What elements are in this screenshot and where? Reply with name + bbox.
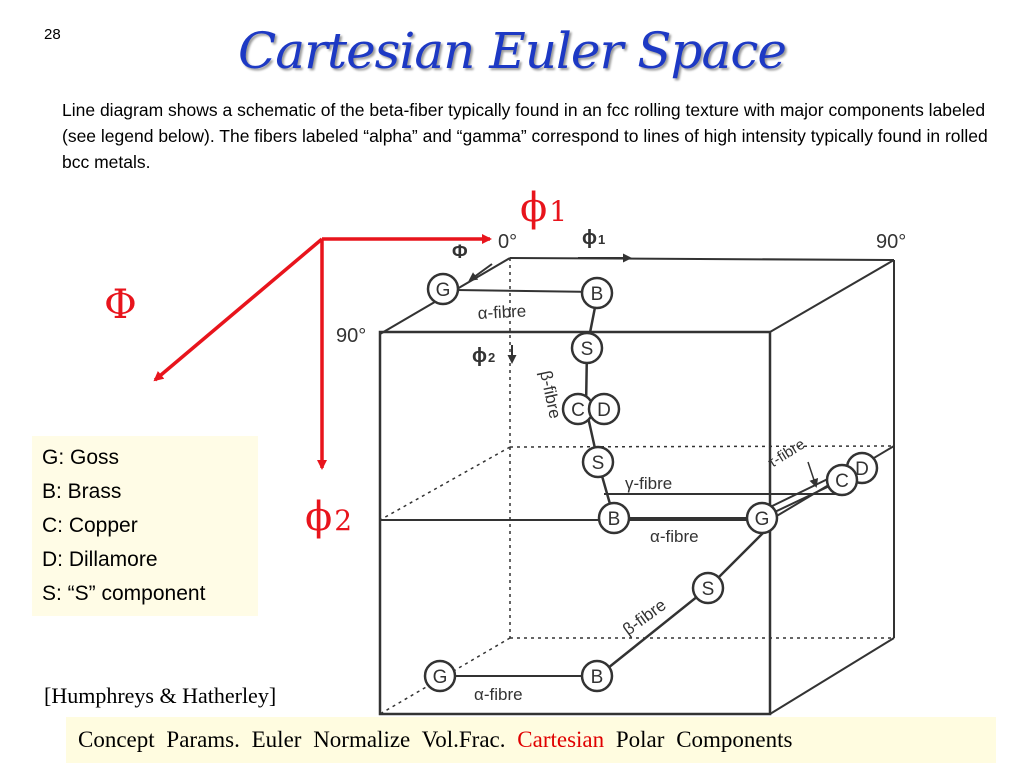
Phi-axis-arrow (153, 237, 324, 382)
slide-number: 28 (44, 26, 61, 43)
svg-text:S: S (592, 453, 605, 474)
svg-text:S: S (581, 339, 594, 360)
cube-front-face (378, 330, 772, 716)
cube-edge (769, 637, 895, 715)
alpha-fibre-label-mid: α-fibre (650, 527, 699, 546)
cube-edge (769, 259, 895, 333)
beta-fibre-lower-line (597, 523, 773, 677)
copper-marker-upper: C (561, 392, 595, 426)
red-axes: ϕ1 Φ ϕ2 (104, 185, 567, 540)
nav-link-euler[interactable]: Euler (251, 727, 302, 752)
dillamore-marker-upper: D (587, 392, 621, 426)
tau-fibre-line-b (763, 473, 839, 511)
svg-text:B: B (591, 667, 604, 688)
brass-marker-mid: B (597, 501, 631, 535)
legend-item-goss: G: Goss (42, 446, 120, 469)
nav-link-concept[interactable]: Concept (78, 727, 155, 752)
alpha-fibre-top-line (455, 289, 599, 293)
cube-hidden-edge (379, 446, 511, 521)
s-marker-mid: S (581, 445, 615, 479)
s-marker-upper: S (570, 331, 604, 365)
brass-marker-bottom: B (580, 659, 614, 693)
component-markers: G B S C D S B G (423, 272, 879, 693)
svg-text:D: D (855, 459, 869, 480)
svg-text:B: B (608, 509, 621, 530)
gamma-fibre-label: γ-fibre (625, 474, 672, 493)
beta-fibre-label-upper: β-fibre (536, 369, 565, 420)
goss-marker-top: G (426, 272, 460, 306)
phi1-axis-label: ϕ1 (520, 185, 567, 231)
s-marker-lower: S (691, 571, 725, 605)
nav-link-normalize[interactable]: Normalize (313, 727, 411, 752)
svg-text:B: B (591, 284, 604, 305)
phi1-small-label: ϕ1 (582, 227, 605, 249)
slide-description: Line diagram shows a schematic of the be… (62, 100, 988, 172)
Phi-axis-label: Φ (104, 282, 137, 328)
alpha-fibre-label-bottom: α-fibre (474, 685, 523, 704)
cube-edge (509, 257, 895, 261)
goss-marker-mid: G (745, 501, 779, 535)
nav-link-components[interactable]: Components (676, 727, 793, 752)
svg-text:D: D (597, 400, 611, 421)
legend-box: G: Goss B: Brass C: Copper D: Dillamore … (32, 436, 258, 616)
nav-link-params[interactable]: Params. (166, 727, 240, 752)
nav-link-cartesian[interactable]: Cartesian (517, 727, 605, 752)
slide-title: Cartesian Euler Space (238, 22, 787, 80)
svg-text:G: G (433, 667, 448, 688)
section-nav-bar: Concept Params. Euler Normalize Vol.Frac… (66, 717, 996, 763)
legend-item-brass: B: Brass (42, 480, 122, 503)
svg-text:G: G (436, 280, 451, 301)
Phi-small-label: Φ (452, 242, 468, 263)
phi2-axis-label: ϕ2 (305, 494, 352, 540)
tick-0-label: 0° (498, 231, 517, 253)
svg-text:C: C (571, 400, 585, 421)
svg-text:S: S (702, 579, 715, 600)
nav-link-polar[interactable]: Polar (615, 727, 665, 752)
tick-90-left-label: 90° (336, 325, 366, 347)
goss-marker-bottom: G (423, 659, 457, 693)
tau-fibre-pointer (807, 461, 819, 488)
cube-hidden-edge (509, 445, 895, 448)
svg-text:C: C (835, 471, 849, 492)
tick-90-top-label: 90° (876, 231, 906, 253)
nav-link-vol-frac[interactable]: Vol.Frac. (421, 727, 506, 752)
legend-item-dillamore: D: Dillamore (42, 548, 158, 571)
svg-text:G: G (755, 509, 770, 530)
beta-fibre-label-lower: β-fibre (619, 595, 669, 639)
legend-item-s-component: S: “S” component (42, 582, 206, 605)
phi2-small-label: ϕ2 (472, 345, 495, 367)
legend-item-copper: C: Copper (42, 514, 138, 537)
Phi-small-arrow (468, 263, 493, 282)
alpha-fibre-label-top: α-fibre (477, 301, 526, 323)
tau-fibre-label: τ-fibre (765, 436, 808, 472)
copper-marker-right: C (825, 463, 859, 497)
citation: [Humphreys & Hatherley] (44, 683, 277, 708)
brass-marker-top: B (580, 276, 614, 310)
section-nav-links: Concept Params. Euler Normalize Vol.Frac… (78, 727, 798, 753)
